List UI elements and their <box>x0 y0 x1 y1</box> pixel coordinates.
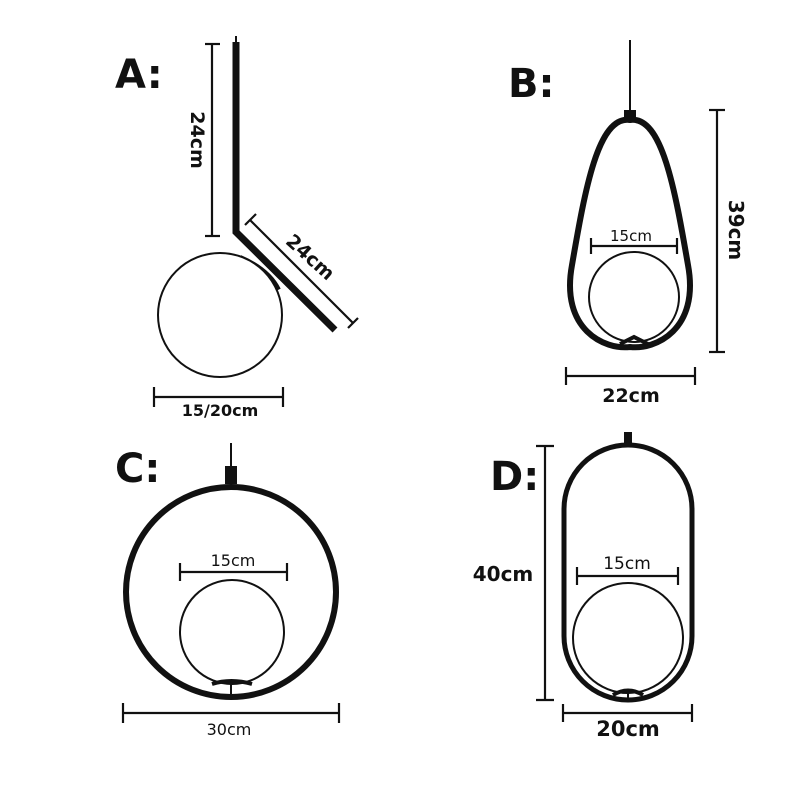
panel-b-lamp <box>567 40 693 351</box>
panel-d-globe-width-label: 15cm <box>603 554 651 574</box>
panel-d-lamp <box>561 432 695 703</box>
panel-c-globe-width-dimension: 15cm <box>178 551 289 581</box>
panel-c-globe <box>179 579 285 685</box>
panel-a-letter: A: <box>115 52 163 98</box>
panel-b-globe-width-label: 15cm <box>610 227 652 245</box>
panel-a-globe-width-label: 15/20cm <box>182 401 259 420</box>
panel-a-arm-length-label: 24cm <box>281 230 338 285</box>
panel-b-height-label: 39cm <box>724 200 748 261</box>
panel-b: B: 15cm 39cm 22cm <box>508 40 748 407</box>
panel-c-globe-width-label: 15cm <box>211 551 256 570</box>
panel-d-width-dimension: 20cm <box>561 704 694 741</box>
panel-b-letter: B: <box>508 61 554 107</box>
panel-d-globe-width-dimension: 15cm <box>575 554 680 585</box>
panel-a-globe-width-dimension: 15/20cm <box>152 387 285 420</box>
panel-b-height-dimension: 39cm <box>709 108 748 354</box>
panel-c-lamp <box>123 443 339 700</box>
panel-d-globe <box>572 582 684 694</box>
panel-c-width-label: 30cm <box>207 720 252 739</box>
panel-c-width-dimension: 30cm <box>121 703 341 739</box>
panel-a-rod-height-label: 24cm <box>186 111 208 169</box>
panel-c-letter: C: <box>115 446 160 492</box>
panel-d-height-label: 40cm <box>473 562 534 586</box>
panel-b-width-label: 22cm <box>602 385 660 407</box>
panel-c: C: 15cm 30cm <box>115 443 341 739</box>
panel-d-height-dimension: 40cm <box>473 444 554 702</box>
panel-d-letter: D: <box>490 454 539 500</box>
panel-a: A: 24cm 24cm 15/20cm <box>115 36 359 420</box>
panel-b-width-dimension: 22cm <box>564 367 697 407</box>
panel-a-lamp <box>157 36 338 378</box>
panel-d: D: 15cm 40cm 20cm <box>473 432 695 741</box>
panel-b-globe-width-dimension: 15cm <box>589 227 679 254</box>
panel-a-rod-height-dimension: 24cm <box>186 42 220 238</box>
panel-b-globe <box>588 251 680 343</box>
panel-d-width-label: 20cm <box>596 717 660 741</box>
panel-a-globe <box>157 252 283 378</box>
